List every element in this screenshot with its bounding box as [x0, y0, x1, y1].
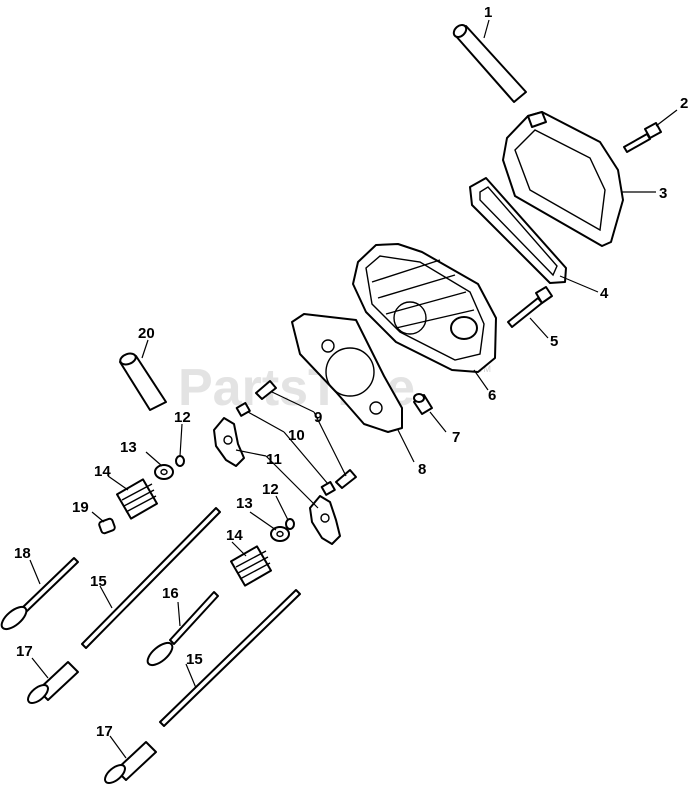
part-19-seal[interactable] [98, 517, 116, 535]
part-14-spring-lower[interactable] [230, 545, 272, 587]
part-10-nut-lower[interactable] [320, 481, 336, 496]
callout-8[interactable]: 8 [418, 461, 426, 478]
part-6-cylinder-head[interactable] [352, 243, 497, 373]
part-8-head-gasket[interactable] [291, 313, 403, 433]
callout-labels: 1 2 3 4 5 6 7 8 9 10 11 12 12 13 13 14 1… [14, 4, 688, 740]
callout-12-lower[interactable]: 12 [262, 481, 279, 498]
part-4-cover-gasket[interactable] [469, 177, 567, 284]
callout-12-upper[interactable]: 12 [174, 409, 191, 426]
part-9-stud-upper[interactable] [255, 380, 277, 400]
part-12-keeper-upper[interactable] [175, 455, 185, 467]
callout-10[interactable]: 10 [288, 427, 305, 444]
part-18-valve[interactable] [0, 557, 79, 633]
callout-17-upper[interactable]: 17 [16, 643, 33, 660]
callout-13-lower[interactable]: 13 [236, 495, 253, 512]
part-14-spring-upper[interactable] [116, 478, 158, 520]
part-10-nut-upper[interactable] [235, 402, 251, 417]
part-3-valve-cover[interactable] [502, 111, 624, 247]
callout-20[interactable]: 20 [138, 325, 155, 342]
part-15-push-rod-right[interactable] [159, 589, 301, 727]
part-20-tube[interactable] [119, 352, 167, 411]
callout-6[interactable]: 6 [488, 387, 496, 404]
callout-14-upper[interactable]: 14 [94, 463, 111, 480]
part-7-dowel[interactable] [413, 393, 433, 415]
callout-14-lower[interactable]: 14 [226, 527, 243, 544]
callout-15-left[interactable]: 15 [90, 573, 107, 590]
callout-18[interactable]: 18 [14, 545, 31, 562]
callout-19[interactable]: 19 [72, 499, 89, 516]
callout-2[interactable]: 2 [680, 95, 688, 112]
callout-17-lower[interactable]: 17 [96, 723, 113, 740]
part-13-retainer-lower[interactable] [270, 526, 290, 542]
leader-lines [29, 19, 678, 759]
callout-1[interactable]: 1 [484, 4, 492, 21]
part-11-rocker-arm-upper[interactable] [213, 417, 245, 467]
part-9-stud-lower[interactable] [335, 469, 357, 489]
part-17-lifter-upper[interactable] [25, 661, 79, 706]
part-15-push-rod-left[interactable] [81, 507, 221, 649]
part-11-rocker-arm-lower[interactable] [309, 495, 341, 545]
part-13-retainer-upper[interactable] [154, 464, 174, 480]
part-12-keeper-lower[interactable] [285, 518, 295, 530]
callout-13-upper[interactable]: 13 [120, 439, 137, 456]
watermark-trademark: TM [478, 364, 491, 374]
part-2-bolt[interactable] [623, 122, 662, 153]
callout-4[interactable]: 4 [600, 285, 609, 302]
callout-16[interactable]: 16 [162, 585, 179, 602]
callout-5[interactable]: 5 [550, 333, 558, 350]
part-17-lifter-lower[interactable] [102, 741, 157, 786]
part-16-valve[interactable] [144, 591, 219, 669]
part-5-head-bolt[interactable] [507, 286, 553, 328]
callout-11[interactable]: 11 [266, 451, 282, 468]
callout-7[interactable]: 7 [452, 429, 460, 446]
part-1-tube[interactable] [451, 23, 527, 103]
callout-9[interactable]: 9 [314, 409, 322, 426]
callout-15-right[interactable]: 15 [186, 651, 203, 668]
callout-3[interactable]: 3 [659, 185, 667, 202]
